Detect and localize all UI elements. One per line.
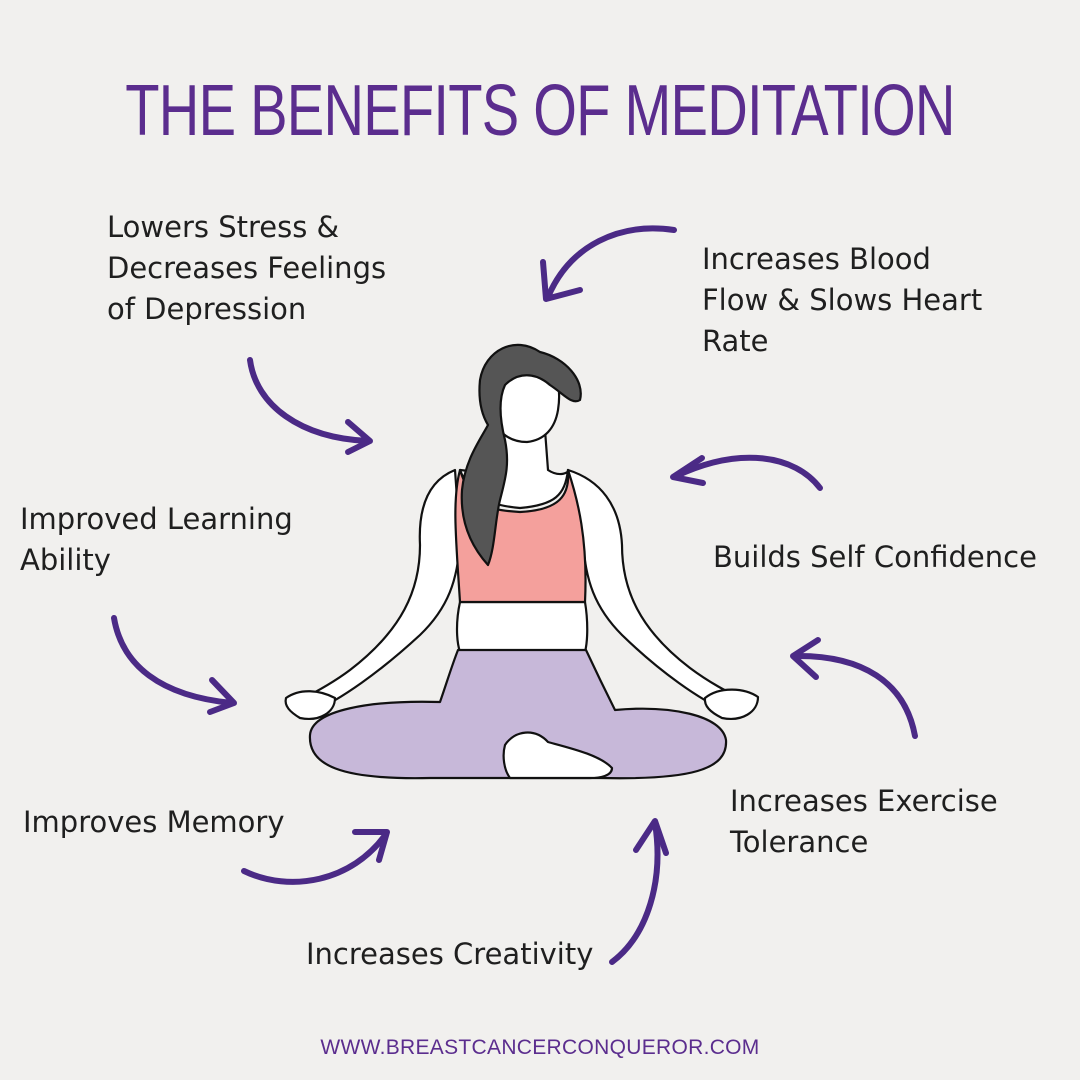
website-footer: WWW.BREASTCANCERCONQUEROR.COM [320,1036,760,1059]
arrow-blood-icon [540,225,677,302]
benefit-line: Increases Blood [702,242,931,276]
arrow-memory-icon [241,829,390,885]
arrow-creativity-icon [609,818,669,965]
benefit-line: Flow & Slows Heart [702,283,983,317]
page-title: THE BENEFITS OF MEDITATION [125,71,955,151]
arrow-exercise-icon [790,637,918,739]
benefit-line: Ability [20,543,111,577]
benefit-line: Lowers Stress & [107,210,340,244]
benefit-learning: Improved Learning Ability [20,499,293,581]
benefit-line: Rate [702,324,769,358]
benefit-line: Improves Memory [23,805,285,839]
benefit-blood-flow: Increases Blood Flow & Slows Heart Rate [702,239,982,362]
benefit-memory: Improves Memory [23,802,285,843]
benefit-line: of Depression [107,292,307,326]
benefit-line: Decreases Feelings [107,251,387,285]
arrows [111,225,918,965]
benefit-confidence: Builds Self Confidence [713,537,1037,578]
benefit-line: Builds Self Confidence [713,540,1037,574]
benefit-line: Increases Exercise [730,784,998,818]
benefit-line: Increases Creativity [306,937,594,971]
benefit-line: Tolerance [730,825,869,859]
arrow-confidence-icon [670,454,823,491]
arrow-stress-icon [247,357,373,455]
benefit-exercise: Increases Exercise Tolerance [730,781,998,863]
benefit-line: Improved Learning [20,502,293,536]
meditating-woman-icon [284,343,760,780]
benefit-creativity: Increases Creativity [306,934,593,975]
arrow-learning-icon [111,615,237,715]
benefit-stress: Lowers Stress & Decreases Feelings of De… [107,207,386,330]
